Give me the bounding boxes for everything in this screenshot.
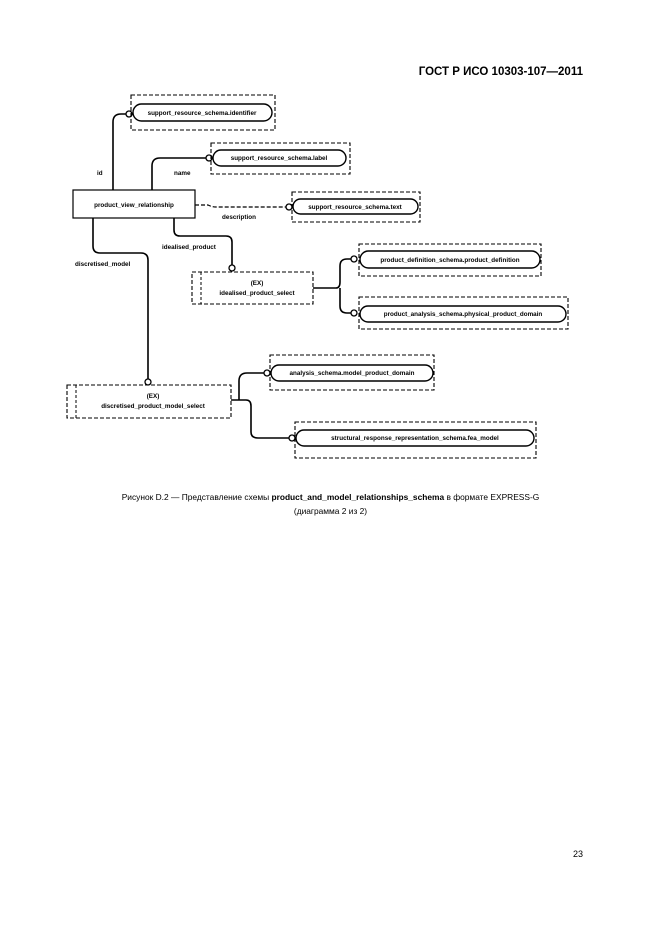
page-number: 23 [573, 849, 584, 859]
type-pill-product-definition [359, 250, 541, 269]
relation-line-name [151, 157, 206, 191]
type-pill-physical-domain [359, 305, 567, 323]
svg-text:analysis_schema.model_product_: analysis_schema.model_product_domain [290, 370, 415, 377]
attr-description: description [222, 214, 256, 221]
svg-text:discretised_product_model_sele: discretised_product_model_select [101, 403, 205, 410]
svg-text:product_analysis_schema.physic: product_analysis_schema.physical_product… [384, 311, 543, 318]
select-branch-discretised [231, 372, 289, 439]
type-pill-label [212, 149, 347, 167]
svg-text:support_resource_schema.label: support_resource_schema.label [231, 155, 328, 162]
select-box-idealised [191, 271, 314, 305]
type-pill-identifier [132, 103, 273, 122]
document-header: ГОСТ Р ИСО 10303-107—2011 [418, 66, 583, 78]
select-branch-idealised [313, 258, 351, 314]
circle-idealised [228, 264, 236, 272]
relation-line-discretised-model [92, 218, 149, 379]
svg-text:support_resource_schema.identi: support_resource_schema.identifier [148, 110, 257, 117]
circle-description [285, 203, 293, 211]
relation-line-description [195, 204, 286, 208]
relation-line-id [112, 113, 126, 191]
circle-fea-model [288, 434, 296, 442]
entity-box [72, 189, 196, 219]
attr-name: name [174, 170, 191, 177]
type-pill-model-domain [270, 364, 434, 382]
circle-product-definition [350, 255, 358, 263]
circle-physical-domain [350, 309, 358, 317]
type-pill-fea-model [295, 429, 535, 447]
type-pill-text [292, 198, 419, 215]
svg-text:(EX): (EX) [147, 393, 160, 400]
attr-id: id [97, 170, 103, 177]
entity-label: product_view_relationship [94, 202, 174, 209]
circle-model-domain [263, 369, 271, 377]
relation-line-idealised-product [173, 218, 233, 265]
svg-text:product_definition_schema.prod: product_definition_schema.product_defini… [380, 257, 519, 264]
svg-text:idealised_product_select: idealised_product_select [219, 290, 295, 297]
figure-caption: Рисунок D.2 — Представление схемы produc… [121, 492, 540, 516]
select-box-discretised [66, 384, 232, 419]
svg-text:(EX): (EX) [251, 280, 264, 287]
attr-discretised-model: discretised_model [75, 261, 131, 268]
attr-idealised-product: idealised_product [162, 244, 217, 251]
circle-discretised [144, 378, 152, 386]
svg-text:structural_response_representa: structural_response_representation_schem… [331, 435, 499, 442]
svg-text:support_resource_schema.text: support_resource_schema.text [308, 204, 402, 211]
